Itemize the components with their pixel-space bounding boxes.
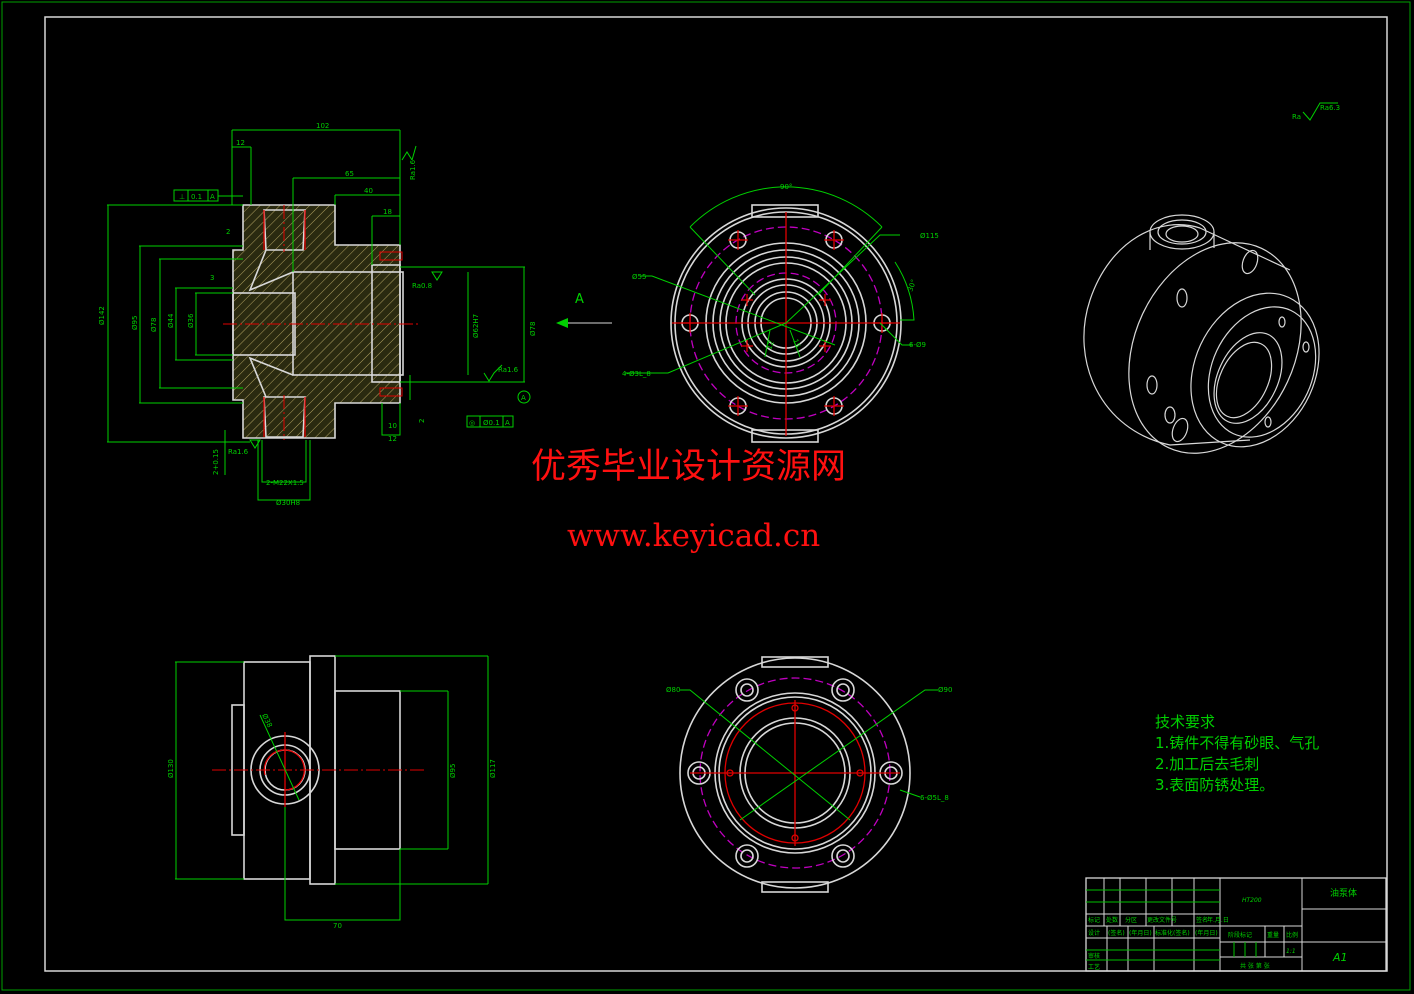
dim-36: Ø36	[187, 313, 195, 328]
watermark-url[interactable]: www.keyicad.cn	[567, 518, 820, 554]
dim-130: Ø130	[167, 759, 175, 778]
dim-12: 12	[236, 139, 245, 147]
dim-78-right: Ø78	[529, 322, 537, 336]
view-arrow-a: A	[556, 292, 612, 328]
tech-req-item: 3.表面防锈处理。	[1155, 776, 1274, 794]
tech-req-title: 技术要求	[1155, 713, 1215, 731]
side-view: Ø130 Ø95 Ø117 70 Ø38	[167, 655, 497, 930]
technical-requirements: 技术要求 1.铸件不得有砂眼、气孔 2.加工后去毛刺 3.表面防锈处理。	[1155, 713, 1319, 794]
dim-2-bottom: 2	[418, 419, 426, 423]
dim-12-bottom: 12	[388, 435, 397, 443]
end-view-bottom: Ø80 Ø90 6-Ø5L_8	[666, 656, 952, 893]
roughness-value: Ra6.3	[1320, 104, 1340, 112]
dim-15-inner: 15	[791, 338, 802, 349]
watermark-title: 优秀毕业设计资源网	[531, 447, 846, 487]
dim-70: 70	[333, 922, 342, 930]
roughness-prefix: Ra	[1292, 113, 1301, 121]
material-text: HT200	[1242, 897, 1262, 904]
dim-holes-6: 6-Ø9	[909, 341, 926, 349]
roughness-ra16-right: Ra1.6	[498, 366, 519, 374]
section-view: 102 12 65 40 18 Ø142 Ø95 Ø78 Ø44 Ø36 2 3…	[98, 122, 537, 507]
gdt-concentricity: ◎ Ø0.1 A	[466, 415, 514, 428]
svg-text:A: A	[521, 394, 526, 402]
dim-115: Ø115	[920, 232, 939, 240]
dim-angle-90: 90°	[780, 183, 792, 191]
dim-142: Ø142	[98, 306, 106, 325]
dim-thread: 2-M22X1.5	[266, 479, 304, 487]
svg-text:标准化: 标准化	[1155, 929, 1173, 937]
roughness-ra16-bottom: Ra1.6	[228, 448, 249, 456]
dim-2: 2	[226, 228, 230, 236]
svg-text:重量: 重量	[1267, 931, 1279, 939]
general-roughness-symbol: Ra Ra6.3	[1292, 102, 1340, 121]
dim-12-inner: 12	[765, 340, 776, 351]
svg-text:(签名): (签名)	[1173, 929, 1190, 937]
svg-text:比例: 比例	[1286, 931, 1298, 939]
svg-text:A: A	[210, 193, 215, 201]
svg-text:分区: 分区	[1125, 916, 1137, 924]
svg-text:(签名): (签名)	[1108, 929, 1125, 937]
dim-117: Ø117	[489, 759, 497, 778]
dim-95-side: Ø95	[449, 764, 457, 778]
svg-text:工艺: 工艺	[1088, 963, 1100, 971]
dim-3: 3	[210, 274, 214, 282]
gdt-perpendicularity: ⊥ 0.1 A	[173, 189, 243, 202]
dim-holes-4: 4-Ø3L_8	[622, 370, 651, 378]
svg-text:◎: ◎	[469, 419, 475, 427]
svg-text:设计: 设计	[1088, 929, 1100, 937]
dim-44: Ø44	[167, 313, 175, 328]
tech-req-item: 2.加工后去毛刺	[1155, 755, 1259, 773]
svg-text:处数: 处数	[1106, 916, 1118, 924]
view-label-a: A	[575, 292, 584, 307]
svg-text:(年月日): (年月日)	[1129, 929, 1152, 937]
svg-text:⊥: ⊥	[179, 193, 185, 201]
dim-78: Ø78	[150, 318, 158, 332]
dim-40: 40	[364, 187, 373, 195]
dim-angle-30: 30°	[906, 278, 918, 292]
scale-text: 1:1	[1286, 948, 1296, 955]
dim-65: 65	[345, 170, 354, 178]
svg-text:审核: 审核	[1088, 952, 1100, 960]
roughness-ra08: Ra0.8	[412, 282, 432, 290]
tech-req-item: 1.铸件不得有砂眼、气孔	[1155, 734, 1319, 752]
svg-text:A: A	[505, 419, 510, 427]
svg-text:Ø0.1: Ø0.1	[483, 419, 500, 427]
svg-text:标记: 标记	[1088, 916, 1100, 924]
part-name: 油泵体	[1330, 887, 1357, 899]
svg-text:0.1: 0.1	[191, 193, 202, 201]
dim-95: Ø95	[131, 316, 139, 330]
dim-90: Ø90	[938, 686, 952, 694]
svg-text:共 张 第 张: 共 张 第 张	[1240, 962, 1270, 970]
sheet-size: A1	[1332, 951, 1348, 964]
roughness-ra16-top: Ra1.6	[409, 159, 417, 180]
svg-text:阶段标记: 阶段标记	[1228, 931, 1252, 939]
drawing-frame	[44, 16, 1388, 972]
svg-text:(年月日): (年月日)	[1195, 929, 1218, 937]
datum-a-marker	[517, 390, 531, 404]
dim-holes-bottom: 6-Ø5L_8	[920, 794, 949, 802]
dim-overall-length: 102	[316, 122, 329, 130]
svg-text:签名: 签名	[1196, 916, 1208, 924]
end-view-top: 90° Ø115 Ø55 4-Ø3L_8 6-Ø9 30° 12 15	[622, 183, 939, 443]
dim-10: 10	[388, 422, 397, 430]
svg-text:年.月.日: 年.月.日	[1207, 916, 1229, 924]
dim-80: Ø80	[666, 686, 680, 694]
title-block: HT200 油泵体 标记 处数 分区 更改文件号 签名 年.月.日 设计 (签名…	[1085, 877, 1387, 972]
section-body	[232, 204, 401, 439]
isometric-view	[1083, 214, 1320, 454]
dim-62h7: Ø62H7	[472, 314, 480, 338]
svg-text:更改文件号: 更改文件号	[1147, 916, 1177, 924]
dim-bore-30h8: Ø30H8	[276, 499, 300, 507]
dim-tolerance: 2+0.15	[212, 449, 220, 475]
dim-55: Ø55	[632, 273, 646, 281]
dim-18: 18	[383, 208, 392, 216]
